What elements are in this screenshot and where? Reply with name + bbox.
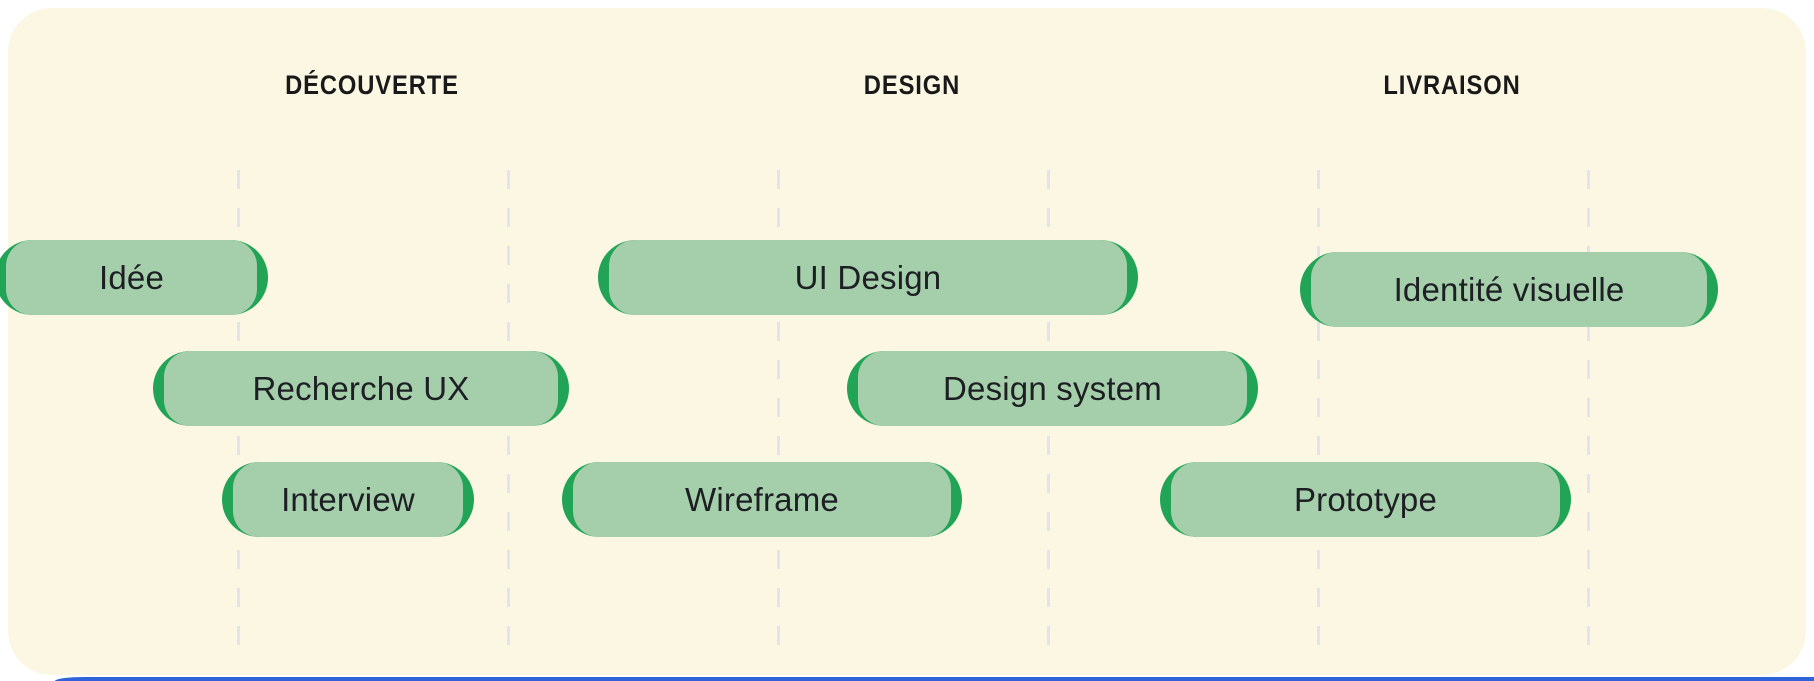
task-label-idee: Idée bbox=[98, 258, 165, 296]
phase-header-design: DESIGN bbox=[863, 70, 961, 100]
task-label-ui-design: UI Design bbox=[794, 258, 942, 296]
task-bar-fill bbox=[164, 351, 558, 426]
timeline-panel bbox=[8, 8, 1806, 675]
task-label-identite-visuelle: Identité visuelle bbox=[1393, 270, 1625, 308]
task-label-wireframe: Wireframe bbox=[685, 480, 839, 518]
task-label-recherche-ux: Recherche UX bbox=[252, 369, 470, 407]
phase-header-livraison: LIVRAISON bbox=[1383, 70, 1521, 100]
task-bar-prototype[interactable]: Prototype bbox=[1160, 462, 1571, 537]
task-bar-fill bbox=[6, 240, 257, 315]
task-bar-wireframe[interactable]: Wireframe bbox=[562, 462, 962, 537]
task-bar-fill bbox=[858, 351, 1247, 426]
task-label-prototype: Prototype bbox=[1293, 480, 1438, 518]
task-bar-fill bbox=[609, 240, 1127, 315]
task-label-design-system: Design system bbox=[942, 369, 1162, 407]
gridline-3 bbox=[777, 170, 780, 655]
task-bar-idee[interactable]: Idée bbox=[0, 240, 268, 315]
task-bar-recherche-ux[interactable]: Recherche UX bbox=[153, 351, 569, 426]
task-bar-fill bbox=[1171, 462, 1560, 537]
task-bar-fill bbox=[1311, 252, 1707, 327]
task-bar-ui-design[interactable]: UI Design bbox=[598, 240, 1138, 315]
task-bar-identite-visuelle[interactable]: Identité visuelle bbox=[1300, 252, 1718, 327]
task-bar-fill bbox=[573, 462, 951, 537]
task-bar-interview[interactable]: Interview bbox=[222, 462, 474, 537]
gridline-6 bbox=[1587, 170, 1590, 655]
task-label-interview: Interview bbox=[281, 480, 415, 518]
task-bar-design-system[interactable]: Design system bbox=[847, 351, 1258, 426]
next-section-edge bbox=[55, 677, 1814, 681]
gridline-5 bbox=[1317, 170, 1320, 655]
task-bar-fill bbox=[233, 462, 463, 537]
phase-header-decouverte: DÉCOUVERTE bbox=[285, 70, 459, 100]
